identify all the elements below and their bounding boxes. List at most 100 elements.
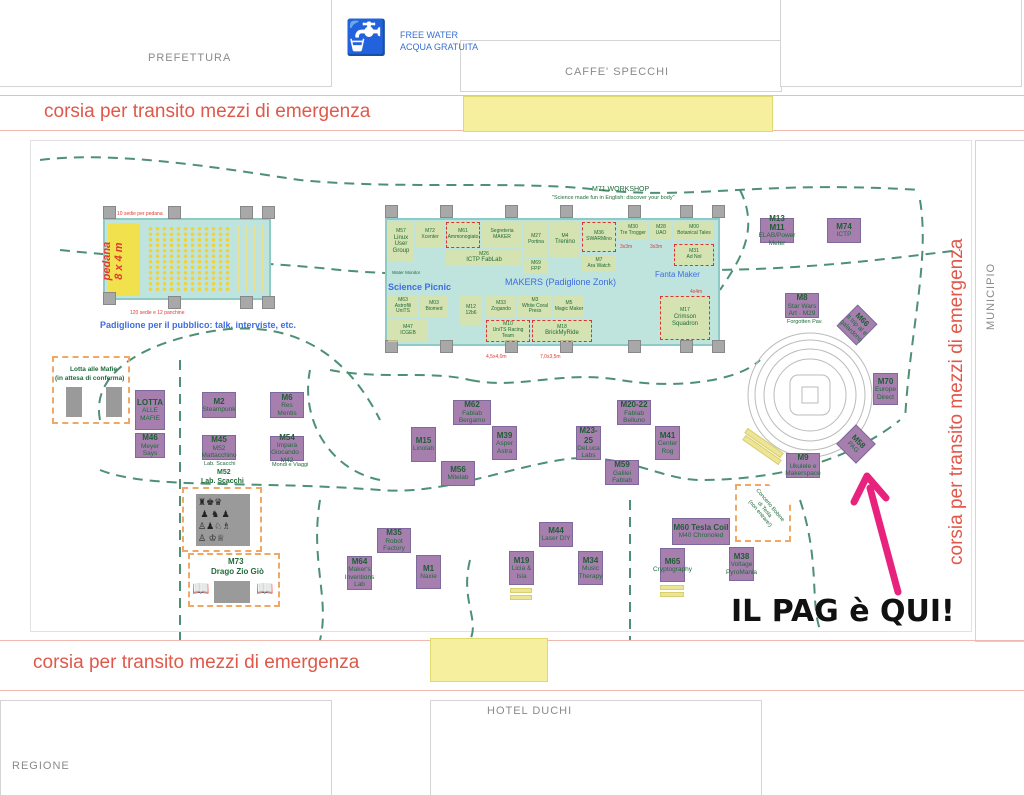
- municipio-block: [975, 140, 1024, 642]
- area-code: M12: [466, 304, 476, 311]
- stand-name: Star Wars Art · M29: [787, 302, 817, 318]
- area-code: M26: [479, 250, 489, 257]
- support-post: [240, 296, 253, 309]
- public-pavilion-title: Padiglione per il pubblico: talk, interv…: [100, 320, 297, 330]
- stand-name: Res Mentis: [277, 402, 297, 417]
- area-dimension: 7,0x3,5m: [540, 354, 561, 360]
- stand-code: M64: [351, 557, 368, 567]
- stand-code: M13 M11: [769, 213, 785, 233]
- area-code: M72: [425, 228, 435, 235]
- workshop-subtitle: "Science made fun in English: discover y…: [552, 195, 675, 201]
- free-water-label-it: ACQUA GRATUITA: [400, 42, 479, 52]
- support-post: [505, 205, 518, 218]
- support-post: [440, 340, 453, 353]
- area-name: ICGEB: [400, 330, 416, 336]
- caffe-label: CAFFE' SPECCHI: [565, 66, 670, 78]
- support-post: [680, 205, 693, 218]
- pag-arrow-icon: [850, 472, 902, 596]
- caffe-block: [460, 40, 782, 92]
- area-dimension: 4x4m: [690, 289, 703, 295]
- regione-block: [0, 700, 332, 795]
- stand-code: M8: [796, 293, 808, 303]
- area-name: Tre Trogger: [620, 230, 646, 236]
- chess-code: M52: [217, 469, 231, 476]
- hotel-block: [430, 700, 762, 795]
- stand-name: ALLE MAFIE: [140, 407, 160, 422]
- area-dimension: 3x3m: [620, 244, 633, 250]
- area-code: M17: [680, 307, 690, 314]
- area-name: Portina: [528, 239, 544, 245]
- area-name: Magic Maker: [554, 305, 584, 312]
- stand-code: M6: [281, 392, 293, 402]
- chess-area: ♜♚♛ ♟ ♞ ♟♙♟♘♗♙ ♔♕: [182, 487, 262, 552]
- area-name: Trenino: [554, 239, 576, 246]
- area-code: M00: [689, 224, 699, 231]
- support-post: [440, 205, 453, 218]
- stand-name: Center Rog: [657, 440, 678, 455]
- support-post: [103, 292, 116, 305]
- support-post: [262, 206, 275, 219]
- emergency-lane-label-top: corsia per transito mezzi di emergenza: [44, 101, 371, 122]
- area-name: Ad Nol: [686, 254, 702, 260]
- makers-area[interactable]: Segreteria MAKER: [482, 222, 522, 248]
- stand-code: M20-22: [620, 400, 648, 410]
- stand-code: M35: [386, 528, 402, 538]
- support-post: [628, 205, 641, 218]
- stand-name: Asper Astra: [496, 440, 513, 455]
- stand-name: Ukulele e Makerspace: [785, 462, 821, 478]
- area-name: Ammonogiato: [447, 234, 479, 240]
- area-name: UAO: [655, 230, 667, 236]
